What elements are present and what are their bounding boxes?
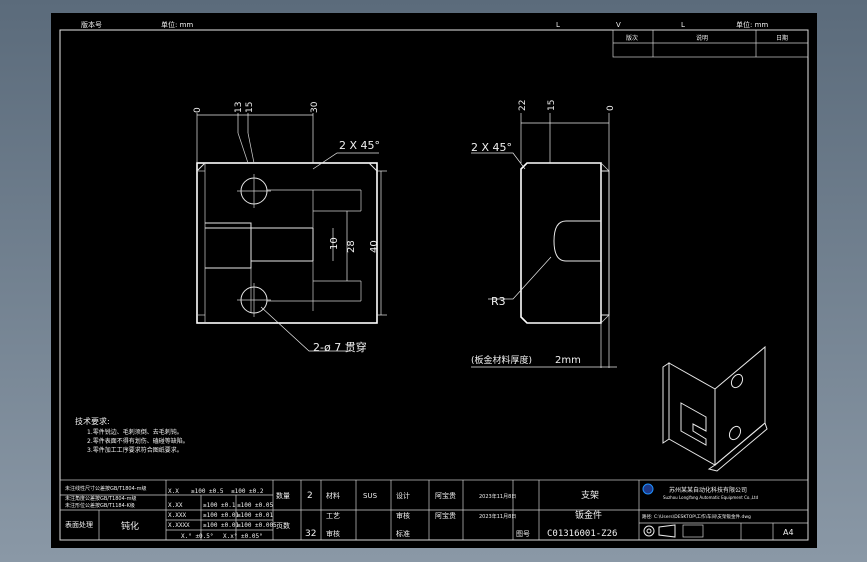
notes-line-2: 2.零件表面不得有划伤、磕碰等缺陷。 (87, 437, 189, 445)
tol-r1c0: X.XX (168, 502, 183, 509)
drawing-no: C01316001-Z26 (547, 529, 617, 539)
dim-front-15: 15 (245, 102, 255, 113)
dim-front-hole: 2-ø 7 贯穿 (313, 340, 367, 354)
company-logo-icon (642, 483, 654, 495)
front-slot (205, 222, 252, 269)
tol-r3c1: ≥100 ±0.01 (203, 522, 240, 529)
side-outline (520, 162, 602, 324)
design-label: 设计 (396, 491, 410, 500)
dim-front-chamfer: 2 X 45° (339, 139, 380, 152)
notes-line-1: 1.零件锐边、毛刺须倒、去毛刺钝。 (87, 428, 183, 436)
header-mark-v: V (616, 21, 621, 29)
dim-front-40: 40 (369, 240, 380, 253)
title-block: 未注线性尺寸公差按GB/T1804-m级 未注角度公差按GB/T1804-m级 … (59, 479, 809, 541)
dim-thickness-label: (板金材料厚度) (471, 354, 532, 366)
page-value: 32 (305, 529, 316, 539)
side-view[interactable]: 22 15 0 2 X 45° R3 (板金材料厚度) 2mm (471, 100, 617, 368)
tol-label-1: 未注线性尺寸公差按GB/T1804-m级 (65, 485, 146, 492)
dim-side-chamfer: 2 X 45° (471, 141, 512, 154)
dim-front-28: 28 (346, 240, 357, 253)
company-en: Suzhou LongYang Automatic Equipment Co.,… (663, 495, 759, 500)
notes-line-3: 3.零件加工工序要求符合图纸要求。 (87, 446, 183, 454)
header-mark-l1: L (556, 21, 560, 29)
drawing-no-label: 图号 (516, 530, 530, 538)
header-version-label: 版本号 (81, 20, 102, 29)
dim-side-0: 0 (606, 105, 616, 111)
side-slot (553, 220, 601, 262)
revision-header-desc: 说明 (696, 34, 708, 42)
tol-r3c0: X.XXXX (168, 522, 190, 529)
sheet-size: A4 (783, 528, 794, 537)
qty-label: 数量 (276, 491, 290, 500)
tol-r4c0: X.° ±0.5° (181, 533, 214, 540)
dim-side-radius: R3 (491, 295, 506, 308)
designer: 阿宝贵 (435, 491, 456, 500)
check-label: 审核 (326, 529, 340, 538)
revision-header-date: 日期 (776, 34, 788, 42)
company-name: 苏州某某自动化科技有限公司 (669, 486, 747, 494)
file-path: 路径: C:\Users\DESKTOP\工作\车间\支架钣金件.dwg (642, 513, 751, 520)
approve-date: 2023年11月8日 (479, 513, 516, 520)
part-type: 钣金件 (575, 509, 602, 521)
dim-front-0: 0 (193, 107, 203, 113)
tol-r0c0: X.X (168, 488, 179, 495)
front-view[interactable]: 0 13 15 30 2 X 45° 10 28 40 2-ø 7 贯穿 (193, 101, 387, 354)
approver: 阿宝贵 (435, 511, 456, 520)
tol-r1c1: ≥100 ±0.1 (203, 502, 236, 509)
drawing-canvas[interactable]: 版本号 单位: mm L V L 单位: mm 版次 说明 日期 (51, 13, 817, 548)
revision-header-version: 版次 (626, 34, 638, 42)
material-value: SUS (363, 492, 378, 500)
dim-side-22: 22 (518, 100, 528, 111)
dim-side-15: 15 (547, 100, 557, 111)
review-label: 审核 (396, 511, 410, 520)
isometric-view[interactable] (662, 345, 768, 472)
tol-r2c1: ≥100 ±0.01 (203, 512, 240, 519)
tol-label-2: 未注角度公差按GB/T1804-m级 (65, 495, 136, 502)
notes-title: 技术要求: (75, 416, 110, 426)
tol-r1c2: ≤100 ±0.05 (237, 502, 274, 509)
header-unit-right: 单位: mm (736, 20, 768, 29)
inner-border (59, 29, 809, 541)
tol-r2c2: ≤100 ±0.01 (237, 512, 274, 519)
design-date: 2023年11月8日 (479, 493, 516, 500)
tol-r2c0: X.XXX (168, 512, 186, 519)
tech-notes: 技术要求: 1.零件锐边、毛刺须倒、去毛刺钝。 2.零件表面不得有划伤、磕碰等缺… (75, 416, 189, 454)
tol-r4c1: X.x° ±0.05° (223, 533, 263, 540)
revision-table: 版次 说明 日期 (612, 29, 809, 58)
page-label: 页数 (276, 521, 290, 530)
drawing-sheet[interactable]: 版本号 单位: mm L V L 单位: mm 版次 说明 日期 (51, 13, 817, 548)
tol-r3c2: ≤100 ±0.005 (237, 522, 277, 529)
scale-cell (682, 524, 704, 538)
projection-symbol-icon (643, 524, 676, 538)
qty-value: 2 (307, 491, 313, 501)
tol-label-3: 未注形位公差按GB/T1184-K级 (65, 502, 135, 509)
dim-front-13: 13 (234, 102, 244, 113)
part-name: 支架 (581, 489, 599, 501)
dim-thickness-value: 2mm (555, 355, 581, 366)
front-outline (196, 162, 378, 324)
header-unit-label: 单位: mm (161, 20, 193, 29)
process-label: 工艺 (326, 512, 340, 520)
surface-label: 表面处理 (65, 520, 93, 529)
surface-value: 钝化 (121, 520, 139, 532)
dim-front-30: 30 (310, 101, 320, 113)
header-mark-l2: L (681, 21, 685, 29)
dim-front-10: 10 (329, 237, 340, 250)
standard-label: 标准 (396, 529, 410, 538)
tol-r0c2: ≤100 ±0.2 (231, 488, 264, 495)
material-label: 材料 (326, 491, 340, 500)
tol-r0c1: ≥100 ±0.5 (191, 488, 224, 495)
